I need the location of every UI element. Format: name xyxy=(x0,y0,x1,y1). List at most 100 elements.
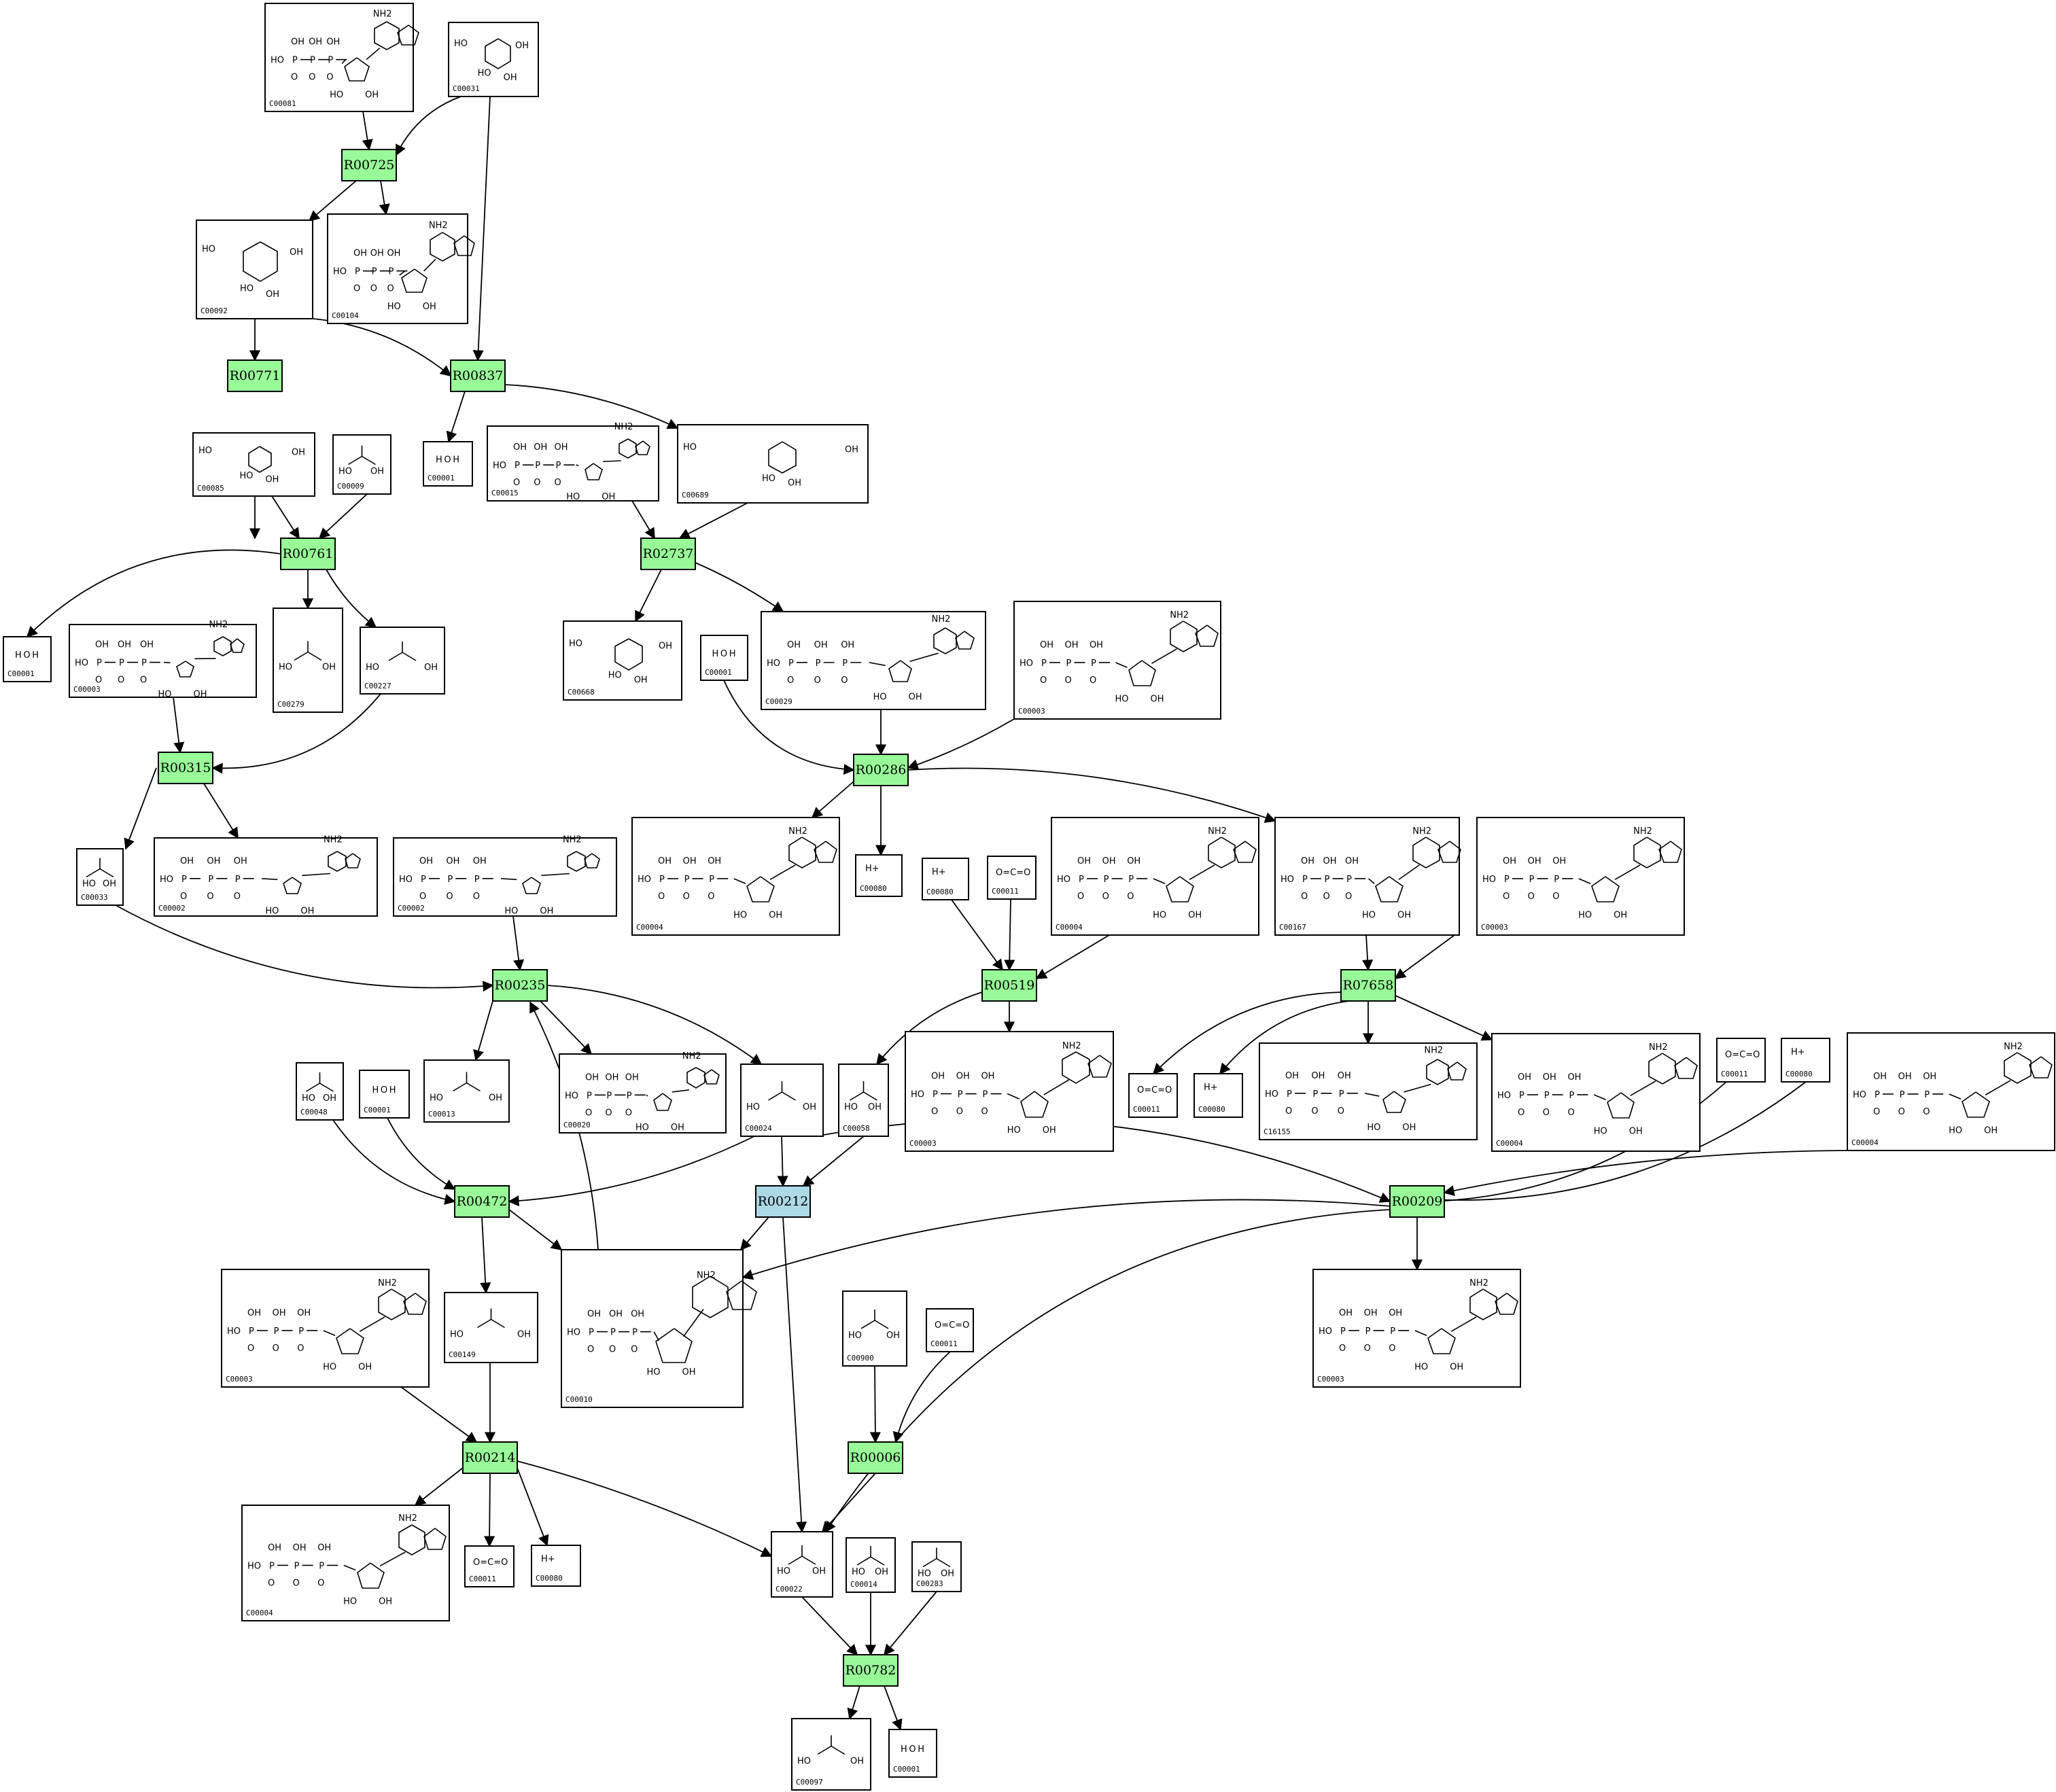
ribose-ring xyxy=(283,877,302,894)
reaction-box xyxy=(755,1185,811,1218)
reaction-box xyxy=(280,538,336,570)
reaction-edge xyxy=(1152,991,1342,1075)
reaction-edge xyxy=(907,718,1015,770)
compound-c00080[interactable]: H+C00080 xyxy=(855,854,903,897)
reaction-r00209[interactable]: R00209 xyxy=(1389,1185,1445,1218)
reaction-edge xyxy=(811,781,854,819)
reaction-r07658[interactable]: R07658 xyxy=(1340,969,1396,1002)
reaction-r00771[interactable]: R00771 xyxy=(227,359,283,392)
compound-box xyxy=(327,213,468,324)
reaction-edge xyxy=(396,96,461,156)
reaction-r00782[interactable]: R00782 xyxy=(843,1654,899,1687)
reaction-box xyxy=(848,1441,903,1474)
reaction-edge xyxy=(884,1685,903,1731)
atom-label: O xyxy=(1898,1107,1905,1117)
compound-box xyxy=(838,1064,889,1137)
reaction-r00214[interactable]: R00214 xyxy=(462,1441,518,1474)
phosphorus-label: P xyxy=(982,1090,988,1100)
reaction-edge xyxy=(203,783,239,839)
compound-c00080[interactable]: H+C00080 xyxy=(922,858,969,900)
reaction-r00837[interactable]: R00837 xyxy=(450,359,506,392)
compound-box xyxy=(1491,1033,1701,1152)
atom-label: O xyxy=(683,892,690,902)
reaction-r00725[interactable]: R00725 xyxy=(341,149,397,181)
compound-c00080[interactable]: H+C00080 xyxy=(531,1545,581,1587)
atom-label: NH2 xyxy=(1469,1278,1488,1288)
reaction-r00286[interactable]: R00286 xyxy=(853,754,909,786)
atom-label: OH xyxy=(300,906,314,916)
reaction-r02737[interactable]: R02737 xyxy=(640,538,696,570)
atom-label: NH2 xyxy=(1062,1041,1081,1051)
reaction-r00761[interactable]: R00761 xyxy=(280,538,336,570)
reaction-r00006[interactable]: R00006 xyxy=(848,1441,903,1474)
reaction-r00212[interactable]: R00212 xyxy=(755,1185,811,1218)
reaction-r00235[interactable]: R00235 xyxy=(492,969,548,1002)
atom-label: OH xyxy=(909,692,922,702)
atom-label: O xyxy=(207,892,213,902)
base-ring xyxy=(703,1069,720,1085)
compound-c00080[interactable]: H+C00080 xyxy=(1193,1073,1243,1118)
reaction-edge xyxy=(446,391,466,443)
atom-label: HO xyxy=(247,1561,261,1571)
atom-label: HO xyxy=(1414,1362,1428,1372)
reaction-r00519[interactable]: R00519 xyxy=(981,969,1037,1002)
reaction-r00315[interactable]: R00315 xyxy=(158,752,213,784)
reaction-r00472[interactable]: R00472 xyxy=(454,1185,510,1218)
compound-c00080[interactable]: H+C00080 xyxy=(1781,1038,1830,1083)
compound-box xyxy=(69,624,257,698)
base-ring xyxy=(686,1067,705,1089)
reaction-edge xyxy=(326,569,377,628)
atom-label: OH xyxy=(1552,856,1566,866)
